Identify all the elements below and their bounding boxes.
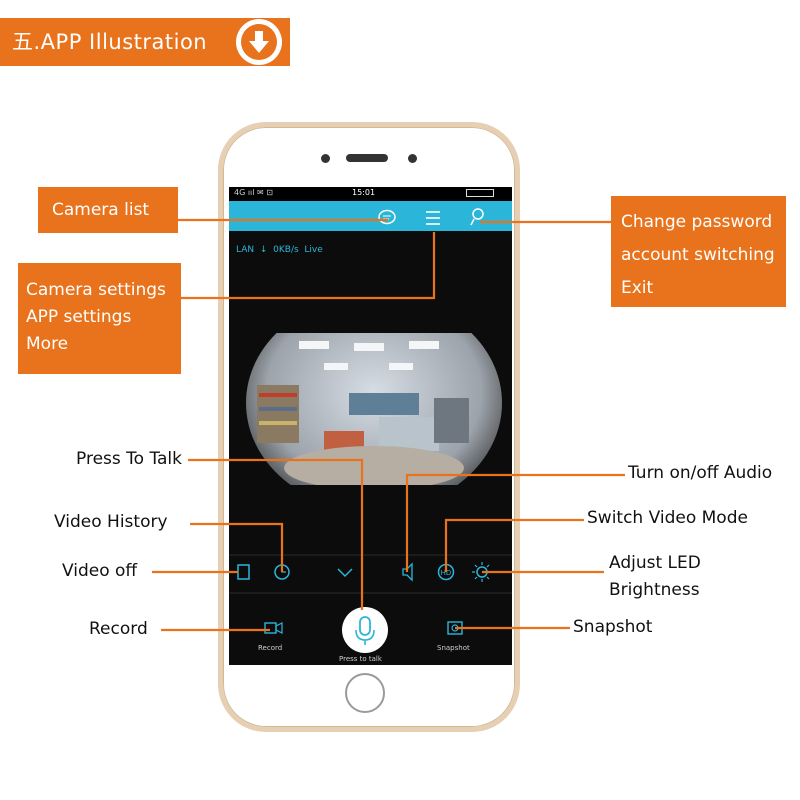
status-time: 15:01	[352, 188, 376, 197]
leader-video-history	[190, 522, 284, 572]
callout-account: Change password account switching Exit	[611, 196, 786, 307]
network-type: LAN	[236, 245, 255, 255]
page-title: 五.APP Illustration	[12, 30, 208, 54]
stream-mode: Live	[304, 245, 323, 255]
record-label: Record	[258, 644, 283, 652]
callout-line: Exit	[621, 278, 654, 299]
press-to-talk-label: Press to talk	[339, 655, 382, 663]
front-camera	[321, 154, 330, 163]
label-switch-video: Switch Video Mode	[587, 508, 748, 528]
label-snapshot: Snapshot	[573, 617, 653, 637]
app-header-bar	[229, 201, 512, 231]
battery-icon	[466, 189, 494, 197]
callout-line: APP settings	[26, 307, 132, 328]
label-turn-audio: Turn on/off Audio	[628, 463, 773, 483]
svg-text:HD: HD	[441, 569, 452, 577]
callout-line: account switching	[621, 245, 775, 266]
label-press-to-talk: Press To Talk	[76, 449, 183, 469]
label-adjust-led: Adjust LED Brightness	[609, 553, 701, 601]
record-camera-icon[interactable]	[264, 622, 283, 634]
leader-switch-video	[444, 518, 584, 572]
snapshot-label: Snapshot	[437, 644, 470, 652]
download-arrow-icon	[241, 24, 277, 60]
press-to-talk-button[interactable]	[342, 607, 388, 653]
menu-icon[interactable]	[426, 211, 440, 225]
callout-camera-list: Camera list	[38, 187, 178, 233]
microphone-icon	[355, 616, 375, 645]
label-record: Record	[89, 619, 148, 639]
leader-press-to-talk	[188, 458, 364, 610]
home-button[interactable]	[345, 673, 385, 713]
callout-line: Camera settings	[26, 280, 166, 300]
proximity-sensor	[408, 154, 417, 163]
earpiece-speaker	[346, 154, 388, 162]
download-speed-icon: ↓	[257, 245, 271, 255]
status-bar	[229, 187, 512, 201]
callout-line: More	[26, 334, 69, 355]
callout-line: Change password	[621, 212, 773, 232]
label-video-history: Video History	[54, 512, 168, 532]
data-speed: 0KB/s	[273, 245, 299, 255]
status-indicators: 4G ııl ✉ ⊡	[234, 188, 273, 197]
connection-stats: LAN ↓ 0KB/s Live	[236, 245, 323, 255]
user-icon[interactable]	[470, 208, 484, 226]
leader-turn-audio	[405, 473, 625, 572]
chevron-down-icon[interactable]	[337, 568, 353, 578]
leader-camera-settings	[181, 232, 436, 300]
callout-camera-settings: Camera settings APP settings More	[18, 263, 181, 374]
label-video-off: Video off	[62, 561, 138, 581]
